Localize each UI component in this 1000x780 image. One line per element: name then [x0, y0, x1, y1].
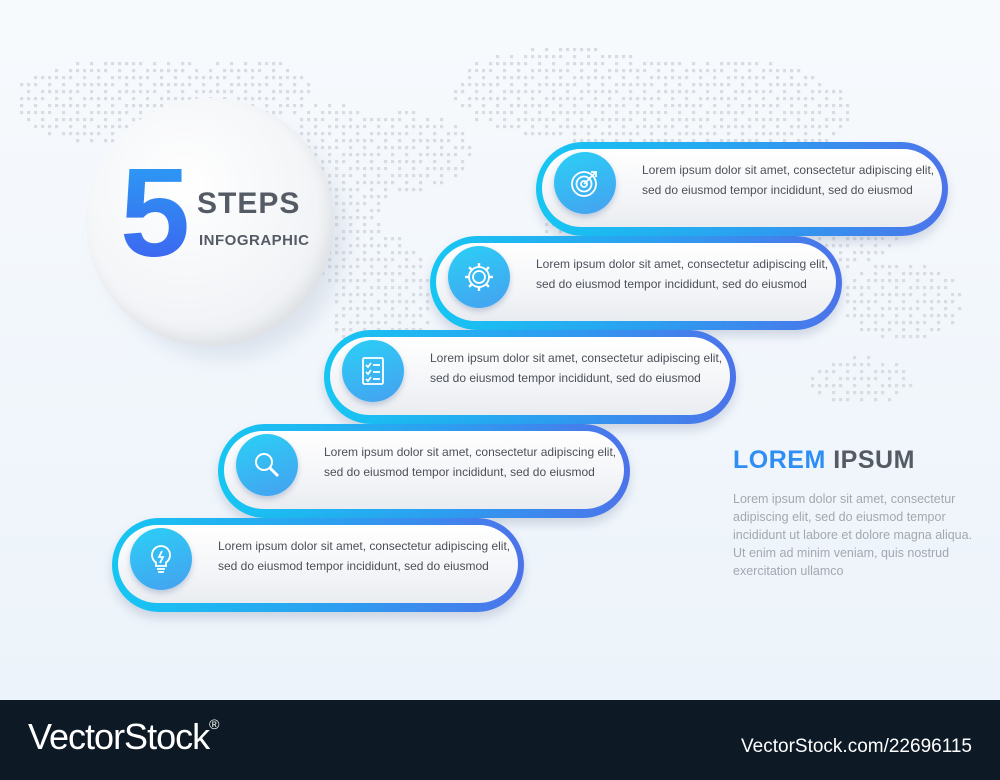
lightbulb-icon	[130, 528, 192, 590]
step-pill-3: Lorem ipsum dolor sit amet, consectetur …	[324, 330, 736, 424]
target-icon	[554, 152, 616, 214]
step-pill-1: Lorem ipsum dolor sit amet, consectetur …	[536, 142, 948, 236]
brand-name: VectorStock	[28, 716, 210, 757]
step-text: Lorem ipsum dolor sit amet, consectetur …	[536, 254, 828, 294]
step-pill-4: Lorem ipsum dolor sit amet, consectetur …	[218, 424, 630, 518]
brand-trademark: ®	[209, 716, 219, 732]
footer-brand: VectorStock®	[28, 716, 219, 758]
step-text: Lorem ipsum dolor sit amet, consectetur …	[324, 442, 616, 482]
side-paragraph: Lorem ipsum dolor sit amet, consectetur …	[733, 492, 973, 578]
infographic-canvas: 5 STEPS INFOGRAPHIC Lorem ipsum dolor si…	[0, 0, 1000, 700]
hero-circle	[86, 98, 334, 346]
side-heading-rest: IPSUM	[833, 446, 915, 474]
hero-title: STEPS	[197, 187, 301, 220]
hero-number: 5	[120, 142, 191, 283]
step-text-line-2: sed do eiusmod tempor incididunt, sed do…	[536, 277, 807, 291]
checklist-icon	[342, 340, 404, 402]
magnifier-icon	[236, 434, 298, 496]
step-text-line-1: Lorem ipsum dolor sit amet, consectetur …	[536, 257, 829, 271]
step-text: Lorem ipsum dolor sit amet, consectetur …	[642, 160, 934, 200]
step-text-line-1: Lorem ipsum dolor sit amet, consectetur …	[324, 445, 617, 459]
side-heading-accent: LOREM	[733, 446, 826, 474]
step-text-line-2: sed do eiusmod tempor incididunt, sed do…	[642, 183, 913, 197]
side-heading: LOREM IPSUM	[733, 446, 915, 475]
footer-image-id: VectorStock.com/22696115	[741, 736, 972, 757]
step-text: Lorem ipsum dolor sit amet, consectetur …	[430, 348, 722, 388]
step-pill-2: Lorem ipsum dolor sit amet, consectetur …	[430, 236, 842, 330]
gear-icon	[448, 246, 510, 308]
footer-bar	[0, 700, 1000, 780]
step-text-line-1: Lorem ipsum dolor sit amet, consectetur …	[430, 351, 723, 365]
step-text-line-1: Lorem ipsum dolor sit amet, consectetur …	[642, 163, 935, 177]
step-text-line-2: sed do eiusmod tempor incididunt, sed do…	[218, 559, 489, 573]
step-text: Lorem ipsum dolor sit amet, consectetur …	[218, 536, 510, 576]
hero-subtitle: INFOGRAPHIC	[199, 232, 310, 249]
step-text-line-1: Lorem ipsum dolor sit amet, consectetur …	[218, 539, 511, 553]
step-pill-5: Lorem ipsum dolor sit amet, consectetur …	[112, 518, 524, 612]
step-text-line-2: sed do eiusmod tempor incididunt, sed do…	[324, 465, 595, 479]
step-text-line-2: sed do eiusmod tempor incididunt, sed do…	[430, 371, 701, 385]
